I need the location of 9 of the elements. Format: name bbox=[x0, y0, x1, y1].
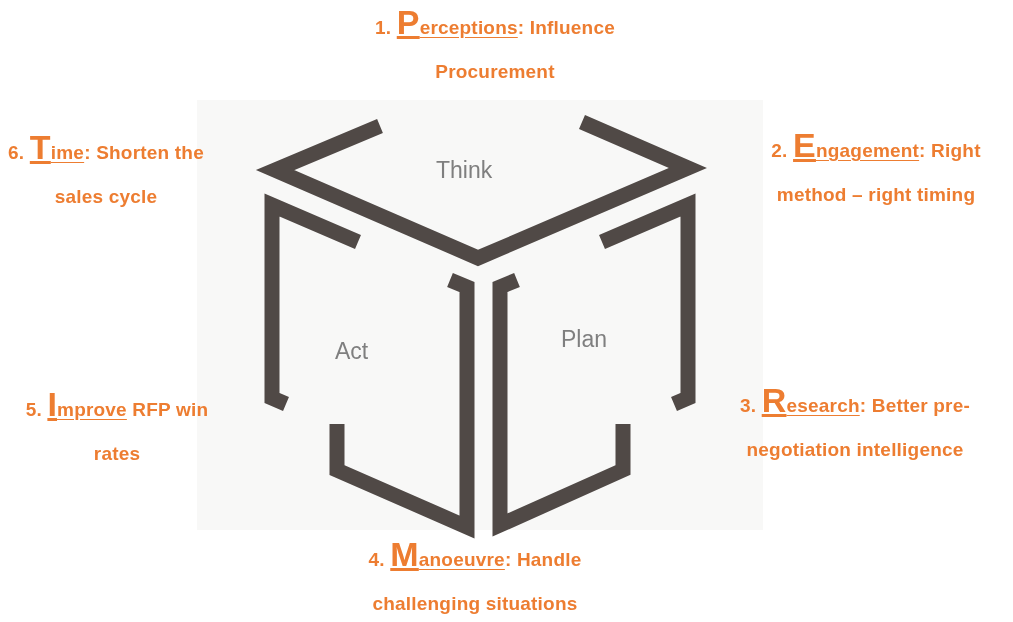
goal-label: 3. Research: Better pre-negotiation intelligence bbox=[738, 380, 971, 462]
face-label: Plan bbox=[561, 326, 608, 353]
goal-label: 5. Improve RFP win rates bbox=[24, 384, 210, 466]
face-label: Act bbox=[335, 338, 369, 365]
face-label: Think bbox=[436, 157, 493, 184]
goal-label: 4. Manoeuvre: Handle challenging situations bbox=[367, 534, 583, 616]
goal-label: 2. Engagement: Right method – right timing bbox=[770, 125, 982, 207]
goal-label: 6. Time: Shorten the sales cycle bbox=[7, 127, 205, 209]
goal-label: 1. Perceptions: Influence Procurement bbox=[374, 2, 616, 84]
